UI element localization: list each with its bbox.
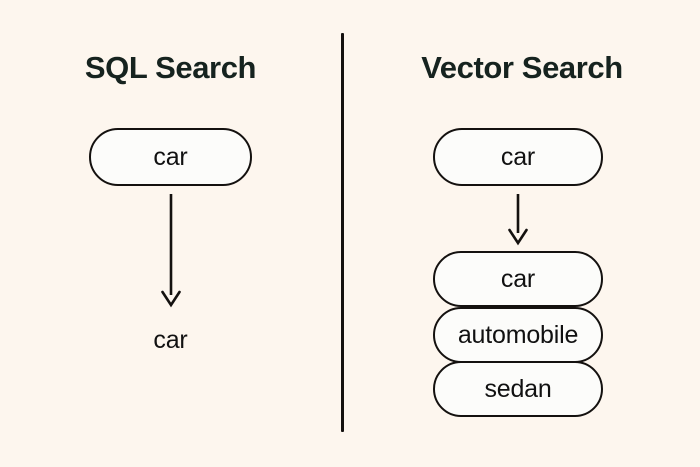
arrow-down-icon — [508, 194, 528, 246]
vector-query-box: car — [433, 128, 603, 186]
vector-result-box-3: sedan — [433, 361, 603, 417]
sql-query-label: car — [153, 142, 188, 171]
sql-search-title: SQL Search — [84, 50, 257, 85]
arrow-down-icon — [161, 194, 181, 308]
sql-result-text: car — [153, 326, 188, 354]
vector-query-label: car — [500, 142, 536, 171]
sql-query-box: car — [89, 128, 252, 186]
vector-result-box-2: automobile — [433, 307, 603, 363]
vector-result-label-1: car — [500, 264, 536, 293]
sql-search-panel: SQL Search car car — [0, 0, 341, 467]
vector-search-title: Vector Search — [421, 50, 623, 85]
vector-result-label-3: sedan — [484, 374, 552, 403]
panel-divider — [341, 33, 344, 432]
vector-result-box-1: car — [433, 251, 603, 307]
vector-search-panel: Vector Search car car automobile sedan — [344, 0, 700, 467]
vector-result-label-2: automobile — [457, 320, 579, 349]
